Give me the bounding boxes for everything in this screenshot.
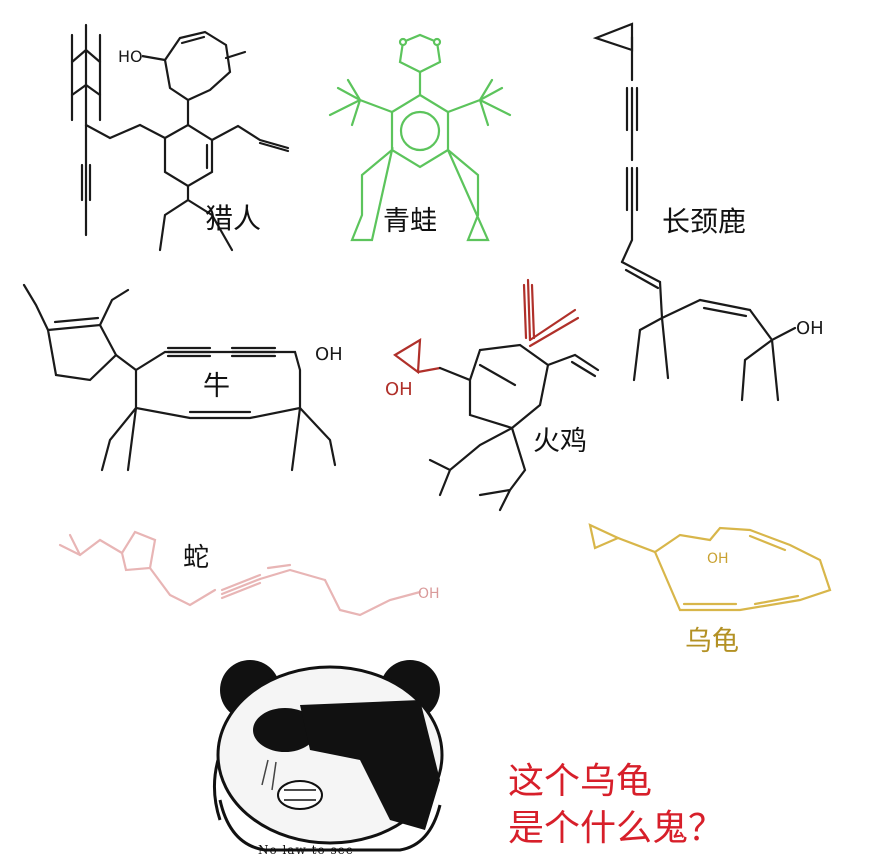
turtle-oh-atom: OH — [707, 551, 729, 567]
snake-oh-atom: OH — [418, 586, 440, 602]
cow-molecule — [22, 283, 337, 472]
hunter-molecule — [70, 23, 290, 252]
caption-line-2: 是个什么鬼？ — [508, 808, 725, 849]
turkey-molecule — [393, 278, 580, 375]
label-hunter: 猎人 — [205, 202, 262, 235]
label-snake: 蛇 — [183, 543, 210, 573]
snake-molecule — [58, 530, 422, 617]
label-turkey: 火鸡 — [533, 426, 587, 457]
giraffe-molecule — [592, 22, 797, 402]
turkey-oh-atom: OH — [385, 379, 413, 400]
panda-meme-image — [213, 660, 444, 852]
giraffe-oh-atom: OH — [796, 318, 824, 339]
label-frog: 青蛙 — [383, 206, 437, 237]
label-giraffe: 长颈鹿 — [662, 205, 747, 238]
label-cow: 牛 — [203, 371, 230, 402]
panda-caption-text: No law to see — [258, 843, 354, 857]
label-turtle: 乌龟 — [685, 626, 739, 657]
turtle-molecule — [588, 523, 832, 612]
hunter-ho-atom: HO — [118, 47, 143, 66]
frog-molecule — [328, 33, 512, 242]
caption-line-1: 这个乌龟 — [508, 761, 653, 802]
cow-oh-atom: OH — [315, 344, 343, 365]
